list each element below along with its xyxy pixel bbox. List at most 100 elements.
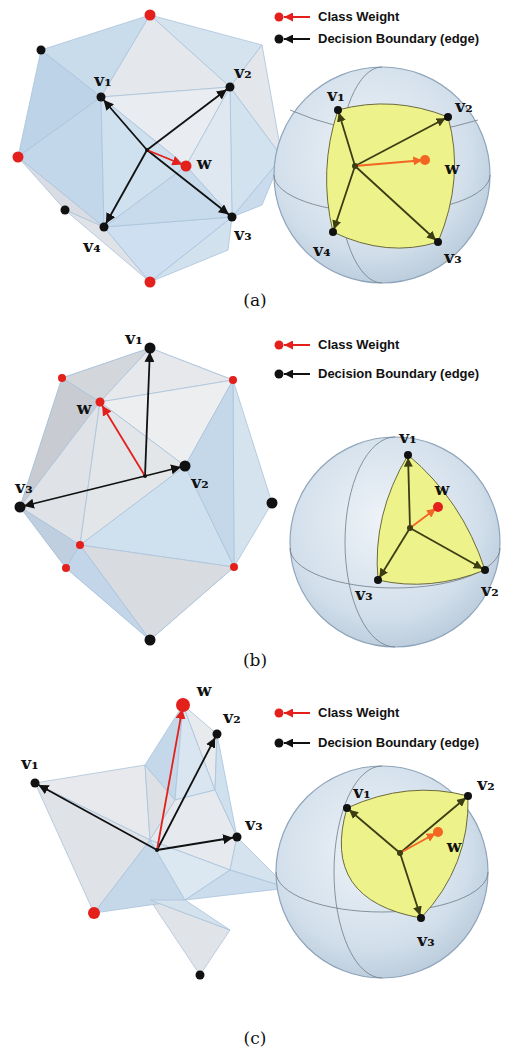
vertex-label: v₂ [477,776,494,793]
legend-samples-a [275,13,311,44]
vertex-label: w [77,400,92,417]
polyhedron-a-part [101,15,230,97]
sphere-c-part [341,790,468,918]
polyhedron-b-part [66,545,150,640]
sphere-a [274,67,490,283]
vertex-dots-a-part [37,46,46,55]
vertex-dots-a-part [228,213,237,222]
polyhedron-c [35,705,288,975]
legend-text: Decision Boundary (edge) [318,32,479,46]
legend-samples-a-part [284,38,310,40]
boundary-arrows-c-part [35,783,157,850]
legend-text: Decision Boundary (edge) [318,736,479,750]
vertex-dots-a-part [61,206,70,215]
boundary-arrows-c-part [157,705,183,850]
sphere-a-part [327,104,455,248]
vertex-dots-b [15,343,278,646]
boundary-arrows-b-part [20,476,145,507]
legend-samples-b [275,341,311,379]
vertex-dots-b-part [76,541,84,549]
boundary-arrows-a-part [147,150,232,217]
legend-samples-b-part [275,370,284,379]
boundary-arrows-a-part [147,150,186,166]
polyhedron-a [18,15,282,282]
boundary-arrows-b [20,348,185,507]
vertex-dots-b-part [15,502,26,513]
sphere-c-part [347,796,468,918]
polyhedron-b-part [233,380,272,567]
vertex-label: w [445,160,460,177]
sphere-a-part [329,228,337,236]
sphere-a-part [352,163,358,169]
legend-text: Class Weight [318,706,399,720]
polyhedron-b-part [80,402,185,545]
sphere-c-part [276,766,488,978]
sphere-b-part-part [378,528,410,580]
vertex-dots-a-part [13,152,24,163]
polyhedron-c-part [185,870,288,900]
sphere-c [276,766,488,978]
legend-text: Class Weight [318,10,399,24]
sphere-b-part [290,437,500,647]
vertex-dots-b-part [229,376,237,384]
sphere-c-part-part [400,853,421,918]
legend-samples-a-part [275,35,284,44]
boundary-arrows-b-part [145,348,150,476]
vertex-label: v₃ [417,932,434,949]
legend-text: Decision Boundary (edge) [318,367,479,381]
boundary-arrows-b-part [100,402,145,476]
sphere-a-part-part [355,160,425,166]
sphere-b-part-part [410,507,438,528]
sphere-b-part [481,566,489,574]
panel-caption: (c) [244,1030,267,1047]
vertex-dots-b-part [180,461,191,472]
sphere-b-part-part [410,528,485,570]
vertex-dots-a-part [226,83,235,92]
vertex-label: w [197,155,212,172]
vertex-label: v₃ [245,816,262,833]
sphere-a-part [274,67,490,283]
vertex-label: v₁ [327,87,344,104]
sphere-b-part [378,455,485,580]
polyhedron-a-part [101,97,186,227]
sphere-b-part [374,576,382,584]
boundary-arrows-a-part [147,87,230,150]
sphere-c-part [433,827,443,837]
legend-samples-a-part [275,13,284,22]
vertex-label: v₄ [313,242,330,259]
vertex-label: v₂ [455,98,472,115]
vertex-dots-a-part [145,10,156,21]
vertex-dots-a-part [181,161,192,172]
legend-samples-b-part [275,341,284,350]
boundary-arrows-c-part [157,837,237,850]
vertex-label: w [435,481,450,498]
sphere-c-part-part [400,832,438,853]
vertex-dots-a-part [100,223,109,232]
sphere-a-part [434,238,442,246]
boundary-arrows-a [101,87,232,227]
boundary-arrows-c-part [157,734,217,850]
boundary-arrows-a-part [101,97,147,150]
vertex-dots-b-part [143,474,147,478]
vertex-dots-a-part [97,93,106,102]
sphere-b-part [404,451,412,459]
vertex-label: v₂ [481,582,498,599]
sphere-a-part [444,113,452,121]
vertex-label: v₂ [191,474,208,491]
vertex-dots-c-part [176,698,190,712]
vertex-label: v₁ [21,755,38,772]
vertex-dots-c-part [196,971,205,980]
vertex-label: v₂ [234,64,251,81]
vertex-dots-b-part [62,564,70,572]
vertex-dots-b-part [230,563,238,571]
vertex-label: v₁ [125,330,142,347]
vertex-dots-c-part [213,730,222,739]
boundary-arrows-b-part [145,466,185,476]
legend-samples-c-part [284,712,310,714]
polyhedron-b-part [20,507,80,568]
vertex-dots-b-part [96,398,105,407]
vertex-label: w [197,682,212,699]
sphere-c-part [464,792,472,800]
